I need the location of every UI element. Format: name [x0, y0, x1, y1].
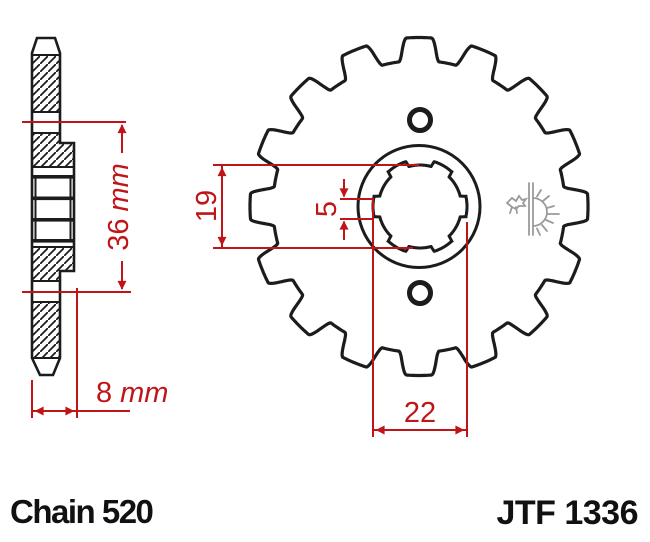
side-section-view	[30, 36, 76, 377]
logo-roadrunner-bird	[505, 194, 529, 214]
front-view	[248, 35, 590, 378]
hatch-region	[59, 144, 73, 167]
hatch-region	[59, 247, 73, 270]
logo-sun-semicircle	[532, 197, 548, 227]
jt-sunrise-logo	[505, 182, 560, 236]
logo-sun-rays	[536, 189, 560, 236]
dim-22: 22	[372, 200, 468, 437]
bore-inner-walls	[34, 178, 72, 240]
mounting-hole	[407, 280, 433, 306]
part-number-label: JTF 1336	[496, 494, 638, 532]
chain-size-label: Chain 520	[10, 493, 153, 530]
hub-boss-circle	[356, 144, 482, 269]
spline-bore-section	[32, 175, 74, 243]
section-boundary-lines	[32, 54, 74, 359]
dim-36mm-label: 36mm	[103, 163, 135, 251]
dim-36mm: 36mm	[22, 121, 135, 293]
dim-19-label: 19	[191, 190, 223, 222]
hatch-region	[33, 302, 59, 358]
dim-5: 5	[311, 179, 374, 240]
hatch-region	[33, 133, 59, 167]
hatch-region	[33, 247, 59, 281]
hatch-region	[33, 55, 59, 112]
mounting-hole	[407, 107, 433, 133]
mounting-holes	[407, 107, 433, 306]
dim-5-label: 5	[311, 201, 343, 217]
dim-22-label: 22	[404, 397, 436, 429]
dim-19: 19	[191, 164, 419, 249]
